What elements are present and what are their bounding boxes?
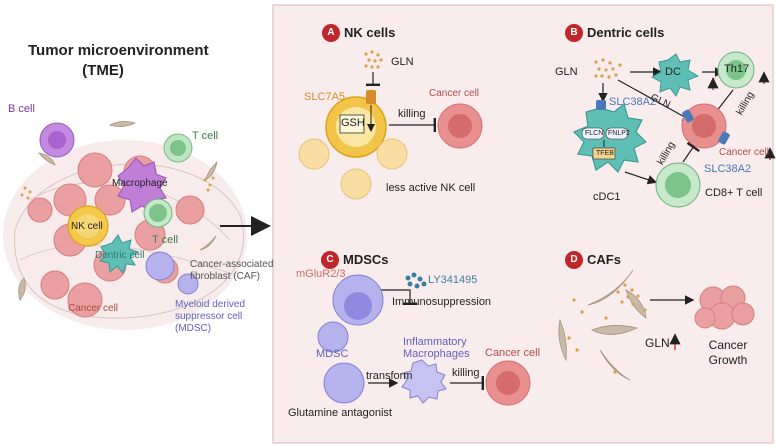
panel-b-tfeb: TFEB (596, 150, 614, 157)
panel-d-gln: GLN (645, 336, 670, 350)
cancer-cell-label: Cancer cell (68, 303, 119, 314)
tme-title-line2: (TME) (82, 62, 124, 79)
mdsc-label-line1: Myeloid derived (175, 299, 246, 310)
mdsc-cell (145, 251, 175, 281)
panel-b-th17: Th17 (724, 63, 750, 75)
mdsc-antagonist (323, 362, 365, 404)
panel-b-badge: B (565, 24, 583, 42)
panel-a-graphics (298, 50, 483, 200)
macrophage-label: Macrophage (112, 178, 168, 189)
panel-d-title: CAFs (587, 252, 621, 267)
panel-a-badge: A (322, 24, 340, 42)
panel-b-title: Dentric cells (587, 25, 665, 40)
panel-c-immunosuppression: Immunosuppression (392, 296, 492, 308)
panel-c-receptor: mGluR2/3 (296, 268, 346, 280)
panel-c-drug: LY341495 (428, 274, 478, 286)
caf-label-line2: fibroblast (CAF) (190, 271, 261, 282)
tme-illustration (3, 121, 271, 330)
panel-c-graphics (317, 272, 531, 406)
panel-c-killing: killing (452, 367, 480, 379)
panel-c-badge: C (321, 251, 339, 269)
panel-b-flcn: FLCN (585, 130, 604, 137)
t-cell-top-label: T cell (192, 130, 219, 142)
panel-b-transporter: SLC38A2 (609, 96, 657, 108)
panel-d-badge: D (565, 251, 583, 269)
panel-a-transporter: SLC7A5 (304, 91, 345, 103)
panel-d-growth-line2: Growth (708, 353, 748, 367)
panel-b-graphics (572, 51, 776, 208)
panel-d-graphics (558, 269, 755, 381)
panel-b-fnlp2: FNLP2 (608, 130, 630, 137)
panel-a-title: NK cells (344, 25, 396, 40)
panel-a-less-active: less active NK cell (386, 182, 476, 194)
mdsc-label-line3: (MDSC) (175, 323, 212, 334)
panel-c-antagonist: Glutamine antagonist (288, 407, 392, 419)
mdsc-label-line2: suppressor cell (175, 311, 243, 322)
panel-a-killing: killing (398, 108, 426, 120)
panel-b-cdc1: cDC1 (593, 191, 621, 203)
tme-title-line1: Tumor microenvironment (28, 42, 209, 59)
nk-cell-label: NK cell (71, 221, 103, 232)
panel-b-cancer-cell: Cancer cell (719, 147, 770, 158)
panel-b-gln: GLN (555, 66, 578, 78)
caf-label-line1: Cancer-associated (190, 259, 274, 270)
panel-b-dc: DC (665, 66, 681, 78)
panel-a-cancer-cell: Cancer cell (429, 88, 480, 99)
b-cell-label: B cell (8, 103, 35, 115)
dc-cell (650, 53, 700, 97)
panel-b-cd8: CD8+ T cell (705, 187, 763, 199)
panel-c-inflammatory-line1: Inflammatory (403, 336, 467, 348)
dentric-cell (99, 234, 140, 274)
panel-c-transform: transform (366, 370, 413, 382)
inflammatory-macrophage (401, 359, 447, 404)
t-cell-mid-label: T cell (152, 234, 179, 246)
dentric-cell-label: Dentric cell (95, 250, 145, 261)
panel-d-growth-line1: Cancer (708, 338, 748, 352)
panel-c-cancer-cell: Cancer cell (485, 347, 541, 359)
panel-b-transporter2: SLC38A2 (704, 163, 752, 175)
panel-a-gsh: GSH (341, 117, 365, 129)
panel-a-gln: GLN (391, 56, 414, 68)
panel-c-inflammatory-line2: Macrophages (403, 348, 470, 360)
panel-c-title: MDSCs (343, 252, 389, 267)
panel-c-mdsc: MDSC (316, 348, 349, 360)
